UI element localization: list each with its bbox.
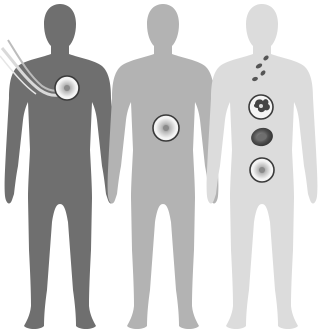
stem-cell-light-icon [250, 158, 274, 182]
white-blood-cell-icon [249, 95, 273, 119]
dark-figure [5, 4, 116, 329]
stem-cell-chest-icon [55, 76, 79, 100]
stem-cell-abdomen-icon [153, 115, 179, 141]
mid-figure [108, 4, 219, 329]
